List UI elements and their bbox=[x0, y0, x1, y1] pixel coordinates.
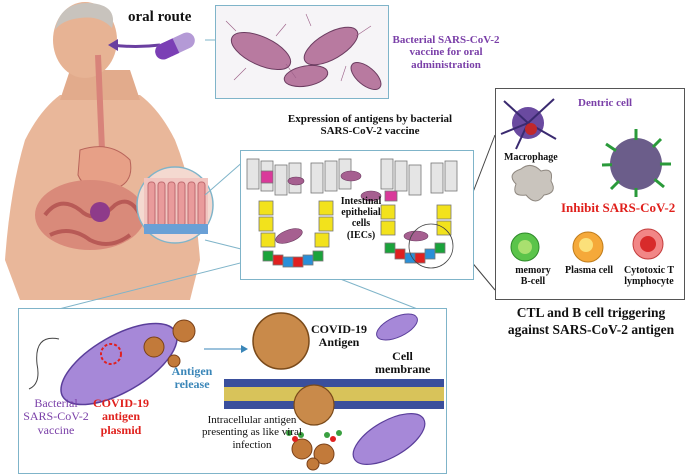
oral-vaccine-label: Bacterial SARS-CoV-2 vaccine for oral ad… bbox=[392, 34, 500, 71]
memory-b-cell-label: memory B-cell bbox=[515, 265, 551, 288]
antigen-plasmid-label: COVID-19 antigen plasmid bbox=[93, 396, 149, 437]
bacteria-image-box bbox=[215, 5, 389, 99]
bacteria-cluster-illustration bbox=[225, 13, 382, 90]
inhibit-label: Inhibit SARS-CoV-2 bbox=[561, 200, 676, 215]
iec-label: Intestinal epithelial cells (IECs) bbox=[340, 196, 382, 241]
ctl-caption: CTL and B cell triggering against SARS-C… bbox=[507, 305, 675, 337]
expression-title: Expression of antigens by bacterial SARS… bbox=[287, 113, 453, 138]
macrophage-label: Macrophage bbox=[504, 152, 558, 163]
cytotoxic-t-label: Cytotoxic T lymphocyte bbox=[623, 265, 675, 288]
plasma-cell-label: Plasma cell bbox=[564, 265, 614, 276]
antigen-release-label: Antigen release bbox=[171, 364, 213, 392]
immune-cells-illustration bbox=[500, 98, 671, 263]
cell-membrane-label: Cell membrane bbox=[375, 349, 431, 377]
intracellular-antigen-label: Intracellular antigen presenting as like… bbox=[202, 414, 302, 451]
covid-antigen-label: COVID-19 Antigen bbox=[311, 322, 367, 350]
oral-route-label: oral route bbox=[128, 9, 192, 25]
vaccine-capsule-icon bbox=[155, 32, 195, 60]
bacterial-vaccine-label: Bacterial SARS-CoV-2 vaccine bbox=[23, 396, 89, 437]
dendritic-cell-label: Dentric cell bbox=[578, 97, 633, 109]
intestinal-crypts-illustration bbox=[246, 158, 458, 269]
villi-inset-illustration bbox=[144, 178, 208, 234]
mechanism-illustration bbox=[28, 312, 444, 471]
